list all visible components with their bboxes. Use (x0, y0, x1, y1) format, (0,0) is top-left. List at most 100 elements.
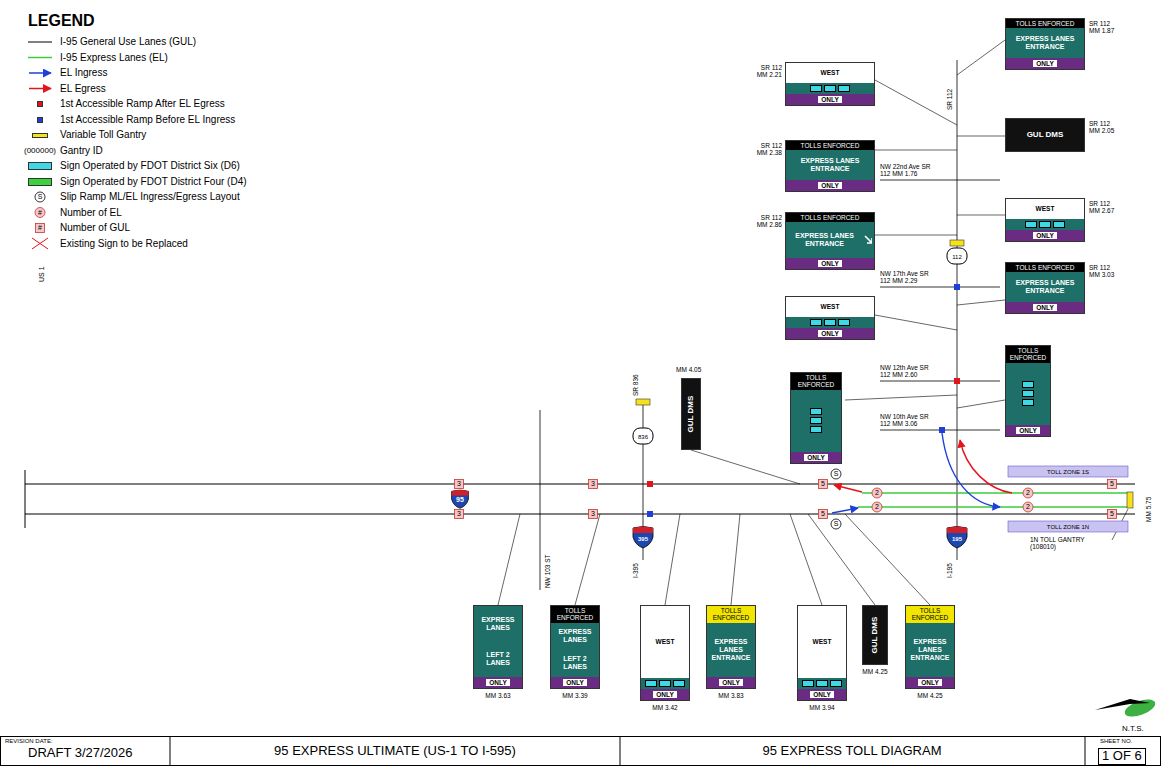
sign-milepost: MM 4.25 (917, 692, 942, 699)
legend-sample (24, 222, 56, 234)
ramp-arrow (832, 433, 1012, 513)
legend-text: I-95 General Use Lanes (GUL) (60, 36, 196, 48)
legend-sample (32, 238, 48, 249)
legend-swatch (28, 178, 52, 186)
route-shield (633, 527, 653, 549)
toll-zone-band (1008, 521, 1128, 532)
legend-entry: Existing Sign to be Replaced (24, 238, 188, 250)
route-marker-panel (791, 390, 841, 452)
gul-count: 5 (821, 480, 825, 488)
route-marker-box (810, 417, 822, 424)
legend-entry: Gantry ID (24, 145, 103, 157)
gul-count-box (455, 480, 464, 489)
sign-milepost: SR 112 MM 2.67 (1089, 200, 1119, 215)
leader-line (790, 514, 822, 605)
guide-sign: TOLLS ENFORCED ONLY (1005, 345, 1051, 437)
sign-message-panel: EXPRESS LANES ENTRANCE (1006, 272, 1084, 301)
legend-sample (24, 67, 56, 79)
only-strip: ONLY (1006, 425, 1050, 436)
title-block (1, 736, 1161, 766)
only-strip: ONLY (641, 689, 689, 700)
sign-text: TOLLS ENFORCED (1016, 264, 1075, 271)
title-block (1085, 736, 1086, 766)
route-marker-box (1025, 221, 1037, 228)
sign-text: TOLLS ENFORCED (801, 142, 860, 149)
sign-text: WEST (813, 638, 832, 645)
gul-count-box (819, 510, 828, 519)
sign-text: TOLLS ENFORCED (1016, 20, 1075, 27)
sign-text: WEST (656, 638, 675, 645)
guide-sign: WEST ONLY (1005, 198, 1085, 242)
sign-text: EXPRESS LANES (553, 628, 597, 644)
sign-milepost: SR 112 MM 2.38 (752, 142, 782, 157)
cross-street-label: NW 22nd Ave SR 112 MM 1.76 (880, 163, 932, 178)
only-strip: ONLY (707, 677, 755, 688)
legend-text: 1st Accessible Ramp Before EL Ingress (60, 114, 235, 126)
gantry-label: 1N TOLL GANTRY (108010) (1030, 536, 1110, 551)
road-name: SR 112 (946, 89, 953, 110)
route-marker-box (1022, 381, 1034, 388)
sign-text: ONLY (918, 679, 941, 686)
dms-panel: GUL DMS (1006, 119, 1084, 151)
gul-count-box (589, 480, 598, 489)
route-shield (452, 490, 469, 508)
only-strip: ONLY (1006, 302, 1084, 313)
tolls-enforced-tab: TOLLS ENFORCED (786, 141, 874, 150)
sign-milepost: SR 112 MM 2.05 (1089, 120, 1119, 135)
toll-gantry (950, 240, 964, 246)
sign-text: ONLY (818, 330, 841, 337)
legend-entry: Sign Operated by FDOT District Six (D6) (24, 160, 240, 172)
sign-text: EXPRESS LANES ENTRANCE (788, 232, 861, 248)
sign-text: ONLY (1016, 427, 1039, 434)
legend-sample (24, 207, 56, 219)
tolls-enforced-tab: TOLLS ENFORCED (551, 606, 599, 623)
legend-entry: Sign Operated by FDOT District Four (D4) (24, 176, 247, 188)
el-count-circle (1023, 488, 1033, 498)
sign-text: TOLLS ENFORCED (1010, 347, 1046, 361)
legend-swatch (37, 101, 43, 107)
only-strip: ONLY (798, 689, 846, 700)
legend-sample (28, 57, 52, 59)
sign-text: ONLY (653, 691, 676, 698)
gul-count: 3 (591, 480, 595, 488)
sign-text: ONLY (818, 182, 841, 189)
lane-arrow (863, 234, 872, 246)
legend-sample (28, 42, 52, 43)
sheet-title: 95 EXPRESS TOLL DIAGRAM (763, 744, 942, 759)
legend-title: LEGEND (28, 12, 95, 30)
sign-text: GUL DMS (1027, 130, 1064, 139)
legend-entry: 1st Accessible Ramp Before EL Ingress (24, 114, 235, 126)
guide-sign: TOLLS ENFORCEDONLY (790, 372, 842, 464)
only-strip: ONLY (791, 452, 841, 463)
sign-milepost: MM 3.39 (562, 692, 587, 699)
entrance-sign: TOLLS ENFORCEDEXPRESS LANES ENTRANCEONLY (1005, 262, 1085, 314)
sign-text: EXPRESS LANES ENTRANCE (788, 157, 872, 173)
route-shield (633, 428, 653, 444)
route-marker-box (1022, 390, 1034, 397)
leader-line (957, 300, 1005, 305)
sign-text: ONLY (1033, 232, 1056, 239)
guide-sign-panel: WEST (1006, 199, 1084, 219)
route-marker-box (824, 85, 836, 92)
slip-ramp-symbol: S (834, 470, 839, 478)
legend-entry: EL Egress (24, 83, 106, 95)
sign-text: EXPRESS LANES ENTRANCE (908, 638, 952, 662)
legend-sample (28, 42, 52, 249)
legend-entry: Slip Ramp ML/EL Ingress/Egress Layout (24, 191, 240, 203)
ramp-arrow (832, 508, 858, 513)
cross-street-label: NW 10th Ave SR 112 MM 3.06 (880, 413, 932, 428)
legend-text: Sign Operated by FDOT District Four (D4) (60, 176, 247, 188)
entrance-sign: TOLLS ENFORCEDEXPRESS LANES ENTRANCEONLY (905, 605, 955, 689)
slip-ramp-circle (831, 469, 841, 529)
route-marker-box (1053, 221, 1065, 228)
leader-line (957, 400, 1005, 408)
legend-text: Number of GUL (60, 222, 130, 234)
legend-entry: 1st Accessible Ramp After EL Egress (24, 98, 225, 110)
sign-text: LEFT 2 LANES (553, 655, 597, 671)
leader-line (875, 315, 957, 330)
guide-sign-panel: WEST (786, 63, 874, 83)
legend-entry: Number of GUL (24, 222, 130, 234)
route-marker-box (802, 680, 814, 687)
sign-text: TOLLS ENFORCED (557, 607, 593, 621)
